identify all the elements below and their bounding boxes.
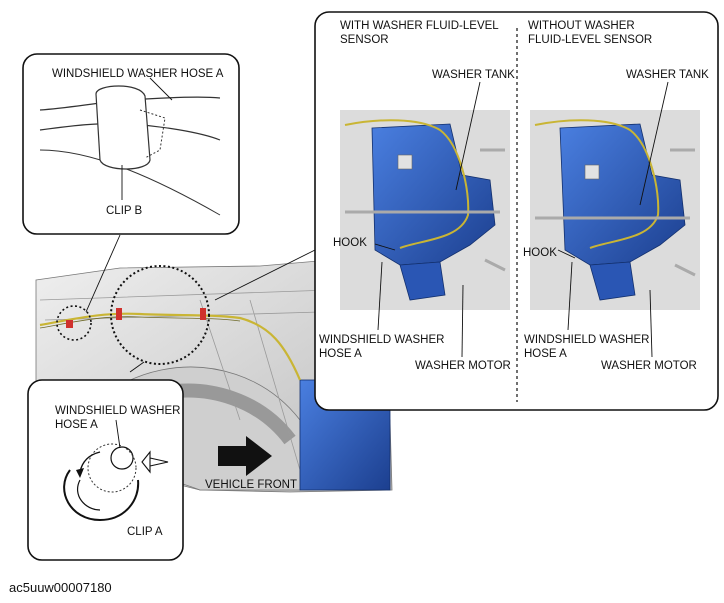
callout-clip-b: WINDSHIELD WASHER HOSE A CLIP B	[22, 53, 240, 235]
tank-without-sensor	[530, 110, 700, 310]
leader-to-tank-box	[214, 249, 316, 301]
clip-a-inner	[77, 479, 101, 511]
tank-with-sensor-cap	[397, 154, 413, 170]
leader-motor-left	[461, 284, 464, 358]
leader-hose-a	[115, 419, 121, 449]
washer-tank-right-label: WASHER TANK	[626, 69, 709, 81]
callout-clip-a: WINDSHIELD WASHER HOSE A CLIP A	[27, 379, 184, 561]
tank-without-sensor-hose	[534, 119, 660, 249]
hose-right-label-line2: HOSE A	[524, 348, 567, 360]
leader-tank-right	[639, 81, 669, 206]
hose-top-label: WINDSHIELD WASHER HOSE A	[52, 68, 224, 80]
red-clip-1	[66, 320, 73, 328]
red-clip-2	[116, 308, 122, 320]
leader-hose-right	[567, 261, 573, 331]
leader-hook-right	[557, 249, 576, 259]
vehicle-front-arrow	[218, 436, 272, 476]
hose-a-label-line1: WINDSHIELD WASHER	[55, 405, 180, 417]
leader-tank-left	[455, 81, 481, 191]
tank-with-sensor-pump	[399, 261, 446, 301]
leader-hose-top	[149, 77, 173, 101]
hose-left-label-line2: HOSE A	[319, 348, 362, 360]
figure-id: ac5uuw00007180	[9, 580, 112, 595]
detail-circle-clip-b	[56, 305, 92, 341]
clip-a-arrow-head	[76, 468, 84, 478]
tank-without-sensor-pump	[589, 261, 636, 301]
tank-with-sensor-pipes	[345, 148, 506, 272]
without-sensor-heading-line1: WITHOUT WASHER	[528, 20, 635, 32]
clip-b-dotted	[139, 109, 166, 159]
hook-right-label: HOOK	[523, 247, 557, 259]
clip-a-label: CLIP A	[127, 526, 163, 538]
clip-a-body	[63, 469, 140, 522]
clip-b-label: CLIP B	[106, 205, 143, 217]
hose-a-label-line2: HOSE A	[55, 419, 98, 431]
hose-right-label-line1: WINDSHIELD WASHER	[524, 334, 649, 346]
tank-without-sensor-cap	[584, 164, 600, 180]
leader-hose-left	[377, 261, 383, 331]
tank-without-sensor-pipes	[535, 148, 696, 277]
without-sensor-heading-line2: FLUID-LEVEL SENSOR	[528, 34, 652, 46]
hook-left-label: HOOK	[333, 237, 367, 249]
leader-to-callout-a-1	[129, 361, 145, 373]
hose-a-end	[110, 446, 134, 470]
washer-tank-left-label: WASHER TANK	[432, 69, 515, 81]
main-hose-route	[39, 312, 302, 381]
clip-b-shape	[95, 85, 151, 170]
motor-right-label: WASHER MOTOR	[601, 360, 697, 372]
hose-a-dotted	[87, 443, 137, 493]
detail-circle-clip-a	[110, 265, 210, 365]
vehicle-front-label: VEHICLE FRONT	[205, 479, 297, 491]
tank-with-sensor-hose	[344, 119, 470, 249]
callout-clip-a-frame	[27, 379, 184, 561]
leader-to-callout-b	[85, 234, 121, 313]
with-sensor-heading-line1: WITH WASHER FLUID-LEVEL	[340, 20, 499, 32]
callout-tanks: WITH WASHER FLUID-LEVEL SENSOR WITHOUT W…	[314, 11, 719, 411]
clip-a-pin	[141, 450, 169, 474]
with-sensor-heading-line2: SENSOR	[340, 34, 389, 46]
hose-left-label-line1: WINDSHIELD WASHER	[319, 334, 444, 346]
motor-left-label: WASHER MOTOR	[415, 360, 511, 372]
tank-with-sensor	[340, 110, 510, 310]
leader-hook-left	[374, 243, 396, 251]
leader-motor-right	[649, 289, 653, 358]
red-clip-3	[200, 308, 206, 320]
